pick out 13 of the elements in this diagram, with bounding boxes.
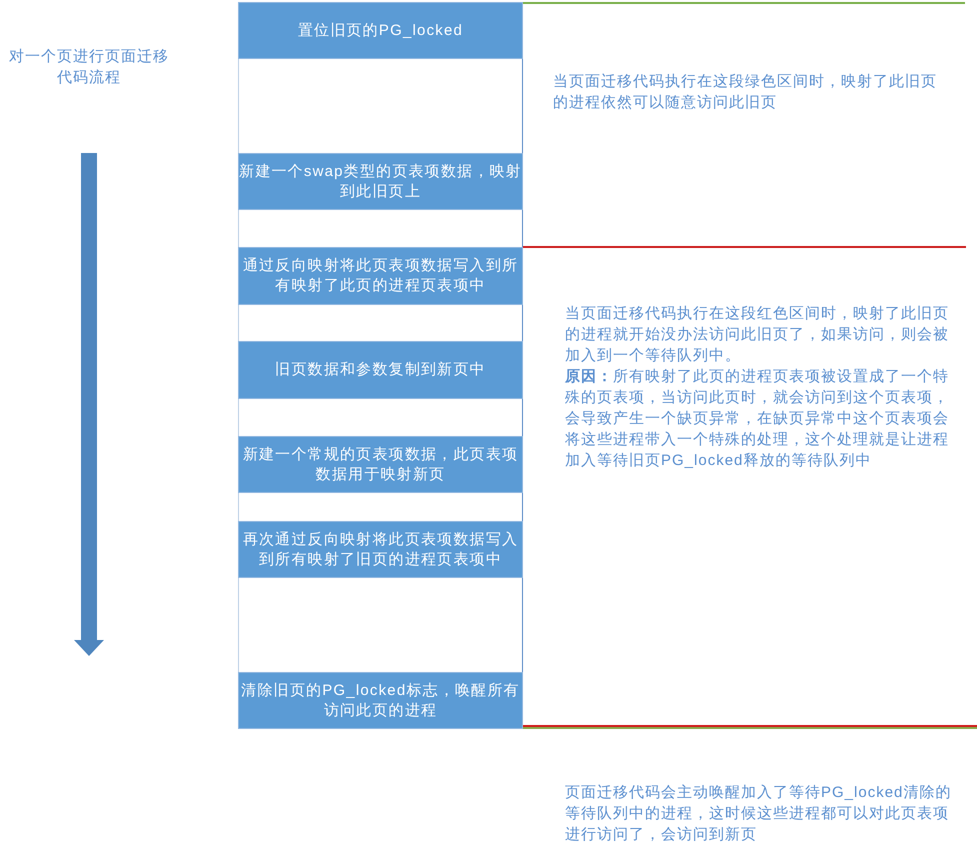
process-box: 新建一个常规的页表项数据，此页表项数据用于映射新页 (238, 436, 523, 493)
note-text: 原因：所有映射了此页的进程页表项被设置成了一个特殊的页表项，当访问此页时，就会访问到这个页表项，会导致产生一个缺页异常，在缺页异常中这个页表项会将这些进程带入一个特殊的处理，这个处理就是让进程加入等待旧页PG_locked释放的等待队列中 (565, 367, 950, 471)
process-box: 新建一个swap类型的页表项数据，映射到此旧页上 (238, 153, 523, 210)
note-text: 当页面迁移代码执行在这段绿色区间时，映射了此旧页的进程依然可以随意访问此旧页 (553, 72, 938, 113)
note-text: 页面迁移代码会主动唤醒加入了等待PG_locked清除的等待队列中的进程，这时候这些进程都可以对此页表项进行访问了，会访问到新页 (565, 783, 952, 845)
process-box: 清除旧页的PG_locked标志，唤醒所有访问此页的进程 (238, 672, 523, 729)
note-text: 当页面迁移代码执行在这段红色区间时，映射了此旧页的进程就开始没办法访问此旧页了，如果访问，则会被加入到一个等待队列中。 (565, 304, 950, 366)
title-text: 对一个页进行页面迁移代码流程 (8, 47, 170, 88)
process-box: 通过反向映射将此页表项数据写入到所有映射了此页的进程页表项中 (238, 247, 523, 305)
column-frame (238, 2, 523, 729)
process-box: 置位旧页的PG_locked (238, 2, 523, 59)
process-box: 旧页数据和参数复制到新页中 (238, 341, 523, 399)
process-box: 再次通过反向映射将此页表项数据写入到所有映射了旧页的进程页表项中 (238, 521, 523, 578)
